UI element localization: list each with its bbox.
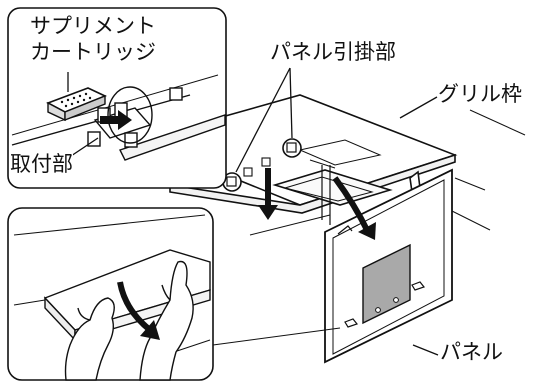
label-supplement-cartridge-line1: サプリメント <box>30 14 156 38</box>
label-grill-frame: グリル枠 <box>438 82 522 106</box>
label-panel-hook-part: パネル引掛部 <box>270 40 396 64</box>
cartridge-inset <box>7 7 227 189</box>
panel-drawing <box>324 168 453 364</box>
label-panel: パネル <box>440 340 503 364</box>
swing-arrow <box>332 176 376 240</box>
hands-inset <box>7 207 214 381</box>
insert-arrow-down <box>258 168 278 220</box>
leader-lines <box>212 67 439 356</box>
label-mount-part: 取付部 <box>10 152 73 177</box>
label-supplement-cartridge-line2: カートリッジ <box>30 40 156 64</box>
panel-hook-markers <box>222 138 302 192</box>
